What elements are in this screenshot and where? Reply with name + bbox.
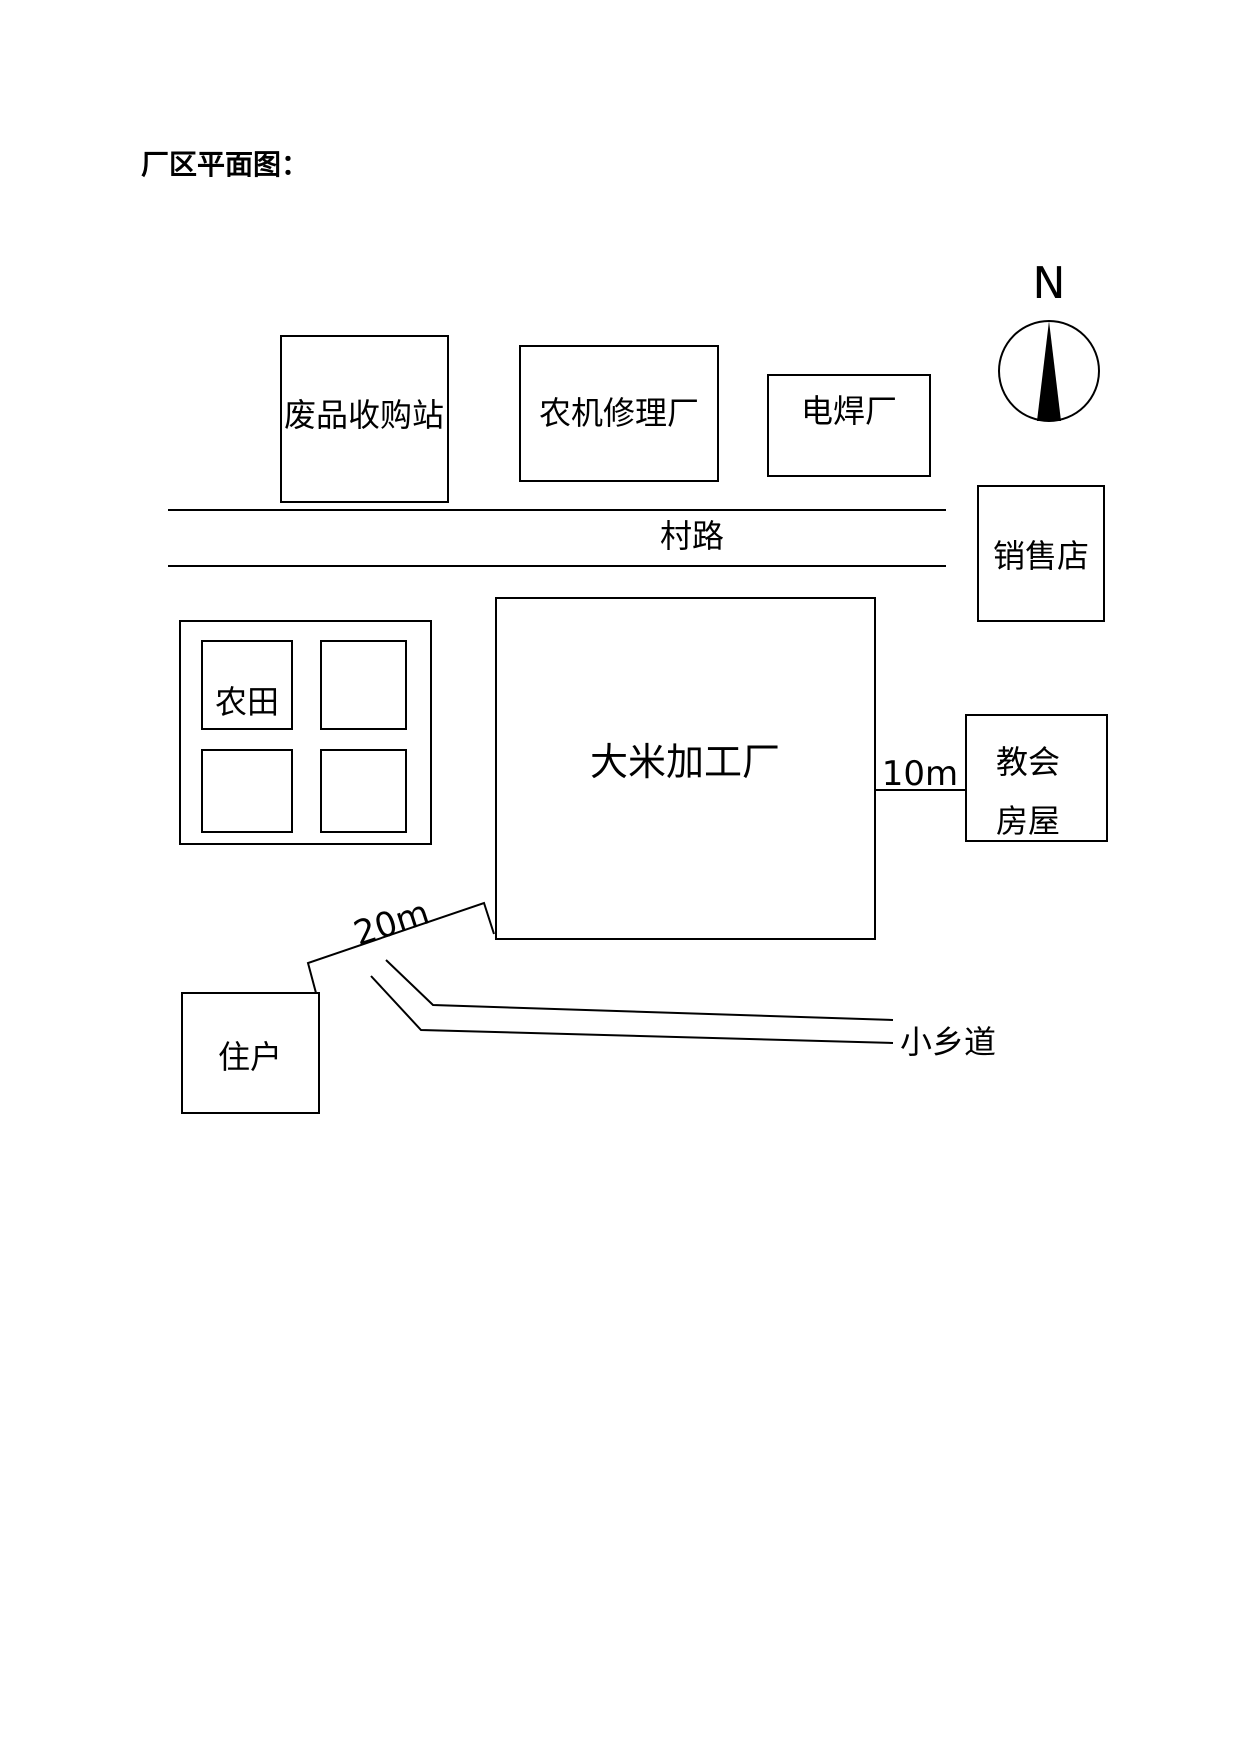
church-distance-label: 10m [882, 754, 958, 794]
rice-mill-building [495, 597, 876, 940]
rice-mill-label: 大米加工厂 [590, 740, 780, 784]
church-building [965, 714, 1108, 842]
resident-distance-label: 20m [349, 893, 434, 955]
resident-distance-line [306, 901, 495, 994]
recycling-station-label: 废品收购站 [284, 396, 444, 434]
church-label-line1: 教会 [996, 743, 1060, 781]
recycling-station-building [280, 335, 449, 503]
store-label: 销售店 [993, 537, 1089, 575]
resident-building [181, 992, 320, 1114]
welding-plant-building [767, 374, 931, 477]
farmland-plot [320, 749, 407, 833]
resident-label: 住户 [218, 1038, 282, 1076]
store-building [977, 485, 1105, 622]
farm-machinery-repair-label: 农机修理厂 [539, 394, 699, 432]
farmland-label: 农田 [215, 683, 279, 721]
north-label: N [1033, 258, 1066, 309]
page-title: 厂区平面图： [141, 148, 310, 181]
farmland-plot [320, 640, 407, 730]
farmland-plot [201, 640, 293, 730]
farmland-plot [201, 749, 293, 833]
country-lane-south-edge [370, 975, 894, 1044]
north-arrow-icon [998, 320, 1100, 422]
church-label-line2: 房屋 [996, 802, 1060, 840]
country-lane-north-edge [385, 959, 894, 1021]
welding-plant-label: 电焊厂 [801, 392, 897, 430]
country-lane-label: 小乡道 [900, 1023, 996, 1061]
farm-machinery-repair-building [519, 345, 719, 482]
village-road-label: 村路 [660, 517, 724, 555]
